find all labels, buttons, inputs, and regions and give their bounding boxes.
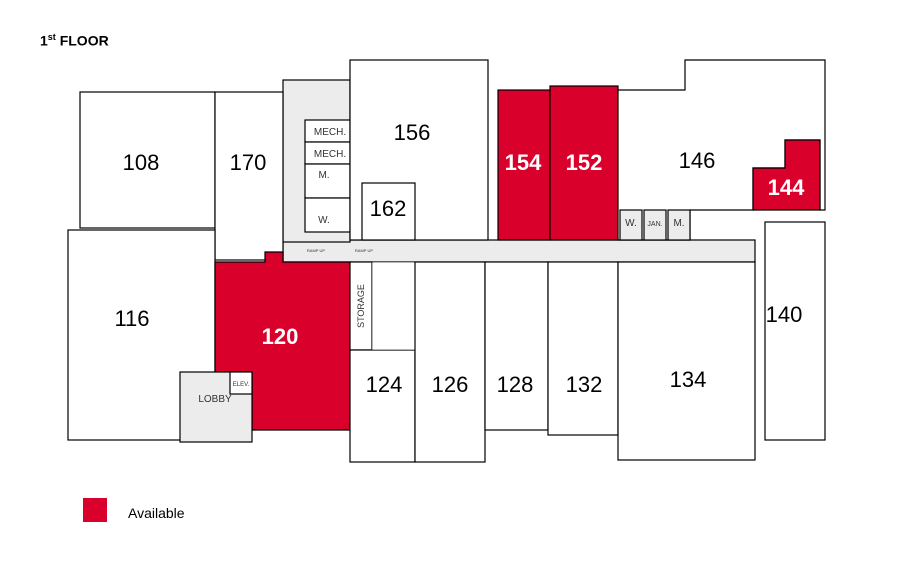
elevator: [229, 371, 253, 395]
mech-label-2: MECH.: [314, 149, 346, 160]
suite-140-label: 140: [766, 302, 803, 327]
lobby-label: LOBBY: [198, 394, 232, 405]
suite-126-label: 126: [432, 372, 469, 397]
suite-140[interactable]: [764, 221, 826, 441]
elev-label: ELEV.: [233, 382, 250, 388]
floor-title: 1st FLOOR: [40, 32, 109, 49]
womens-restroom-1: [304, 197, 351, 233]
suite-124-label: 124: [366, 372, 403, 397]
suite-126[interactable]: [414, 261, 486, 463]
m-label-2: M.: [673, 218, 684, 229]
suite-124-upper: [371, 261, 416, 351]
womens-restroom-2: [619, 209, 643, 241]
suite-152[interactable]: [549, 85, 619, 241]
suite-134-label: 134: [670, 367, 707, 392]
suite-120-label: 120: [262, 324, 299, 349]
w-label-1: W.: [318, 215, 330, 226]
janitor-room: [643, 209, 667, 241]
storage-label: STORAGE: [356, 284, 366, 328]
mech-label-1: MECH.: [314, 127, 346, 138]
suite-170[interactable]: [214, 91, 284, 261]
jan-label: JAN.: [647, 221, 662, 228]
legend-available-swatch: [83, 498, 107, 522]
suite-152-label: 152: [566, 150, 603, 175]
suite-154-label: 154: [505, 150, 542, 175]
suite-108[interactable]: [79, 91, 216, 229]
suite-162[interactable]: [361, 182, 416, 241]
suite-132[interactable]: [547, 261, 619, 436]
suite-144-label: 144: [768, 175, 805, 200]
suite-128[interactable]: [484, 261, 549, 431]
mens-restroom-1: [304, 163, 351, 199]
m-label-1: M.: [318, 170, 329, 181]
legend-available-label: Available: [128, 505, 185, 521]
mens-restroom-2: [667, 209, 691, 241]
ramp-label-1: RAMP UP: [307, 248, 325, 253]
suite-170-label: 170: [230, 150, 267, 175]
suite-124[interactable]: [349, 349, 416, 463]
suite-132-label: 132: [566, 372, 603, 397]
ramp-label-2: RAMP UP: [355, 248, 373, 253]
suite-134[interactable]: [617, 261, 756, 461]
corridor: [282, 239, 756, 263]
suite-146-label: 146: [679, 148, 716, 173]
suite-156-label: 156: [394, 120, 431, 145]
suite-108-label: 108: [123, 150, 160, 175]
suite-116-label: 116: [114, 306, 149, 331]
w-label-2: W.: [625, 218, 637, 229]
suite-162-label: 162: [370, 196, 407, 221]
suite-128-label: 128: [497, 372, 534, 397]
suite-144[interactable]: [752, 139, 821, 211]
